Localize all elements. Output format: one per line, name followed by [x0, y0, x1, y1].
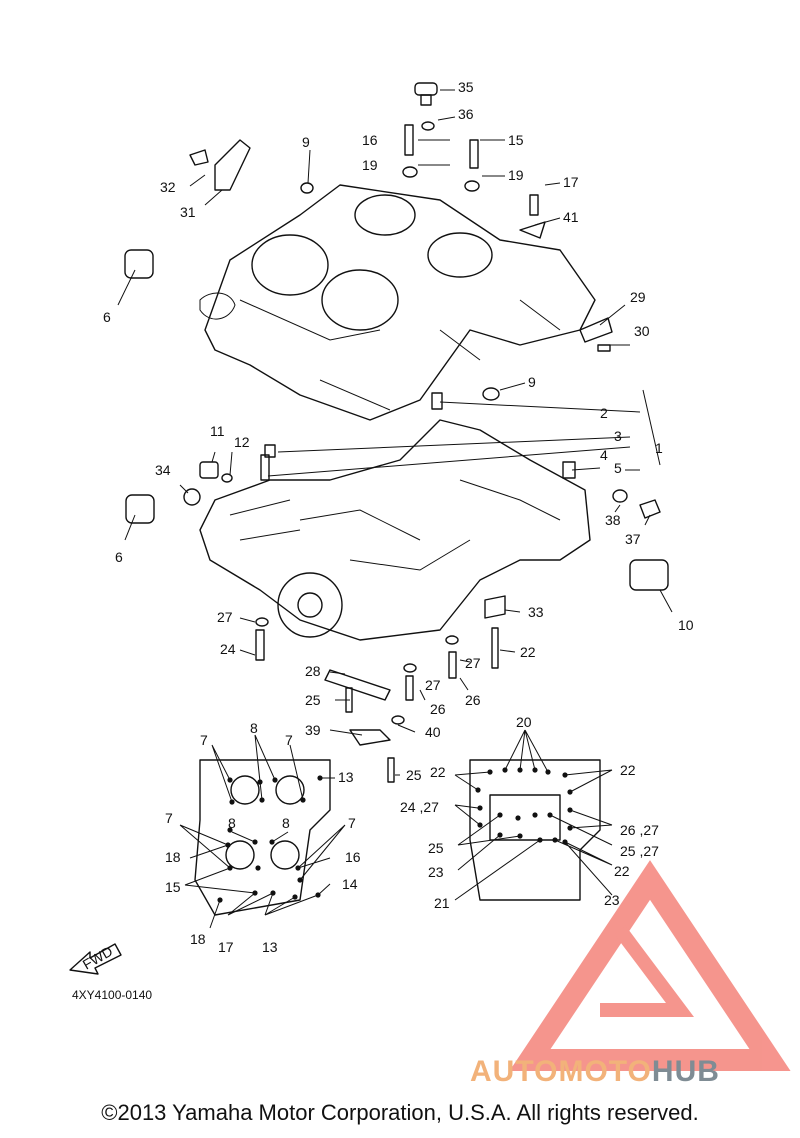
- callout: 15: [165, 879, 181, 895]
- callout: 17: [563, 174, 579, 190]
- callout: 30: [634, 323, 650, 339]
- callout: 8: [250, 720, 258, 736]
- callout: 34: [155, 462, 171, 478]
- callout: 25 ,27: [620, 843, 659, 859]
- callout: 23: [428, 864, 444, 880]
- callout: 5: [614, 460, 622, 476]
- callout: 26: [465, 692, 481, 708]
- callout: 6: [103, 309, 111, 325]
- callout: 7: [348, 815, 356, 831]
- callout: 8: [228, 815, 236, 831]
- callout: 25: [406, 767, 422, 783]
- callout: 22: [520, 644, 536, 660]
- bolt-layout-left: [194, 759, 331, 916]
- callout: 38: [605, 512, 621, 528]
- callout: 28: [305, 663, 321, 679]
- callout: 14: [342, 876, 358, 892]
- callout: 17: [218, 939, 234, 955]
- watermark-text-part1: AUTOMOTO: [470, 1055, 652, 1088]
- callout: 8: [282, 815, 290, 831]
- callout: 21: [434, 895, 450, 911]
- callout: 33: [528, 604, 544, 620]
- callout: 16: [362, 132, 378, 148]
- callout: 18: [190, 931, 206, 947]
- callout: 29: [630, 289, 646, 305]
- callout: 22: [620, 762, 636, 778]
- crankcase-exploded-diagram: FWD 35 36 16 15 9 19 19 17 41 32 31 6 29…: [69, 79, 791, 1071]
- callout: 19: [362, 157, 378, 173]
- callout: 25: [305, 692, 321, 708]
- lower-crankcase: [199, 419, 591, 641]
- callout: 9: [302, 134, 310, 150]
- watermark-text-part2: HUB: [651, 1055, 720, 1088]
- callout: 36: [458, 106, 474, 122]
- callout: 6: [115, 549, 123, 565]
- callout: 9: [528, 374, 536, 390]
- callout: 11: [210, 423, 225, 439]
- callout: 12: [234, 434, 250, 450]
- callout: 39: [305, 722, 321, 738]
- leader-lines: [117, 89, 673, 929]
- callout: 27: [425, 677, 441, 693]
- callout: 35: [458, 79, 474, 95]
- callout: 10: [678, 617, 694, 633]
- callout: 27: [217, 609, 233, 625]
- callout: 18: [165, 849, 181, 865]
- copyright-footer: ©2013 Yamaha Motor Corporation, U.S.A. A…: [101, 1100, 699, 1125]
- callout: 24: [220, 641, 236, 657]
- watermark-logo: [509, 860, 791, 1071]
- callout: 22: [614, 863, 630, 879]
- callout: 7: [200, 732, 208, 748]
- callout: 23: [604, 892, 620, 908]
- callout: 13: [338, 769, 354, 785]
- callout: 2: [600, 405, 608, 421]
- callout: 41: [563, 209, 579, 225]
- callout: 19: [508, 167, 524, 183]
- callout: 22: [430, 764, 446, 780]
- diagram-code: 4XY4100-0140: [72, 988, 153, 1002]
- callout: 4: [600, 447, 608, 463]
- callout: 15: [508, 132, 524, 148]
- callout: 20: [516, 714, 532, 730]
- callout: 26: [430, 701, 446, 717]
- small-parts: [124, 82, 669, 783]
- watermark-text: AUTOMOTOHUB: [470, 1055, 720, 1089]
- callout: 37: [625, 531, 641, 547]
- callout: 7: [165, 810, 173, 826]
- fwd-arrow-icon: [69, 943, 122, 975]
- callout: 24 ,27: [400, 799, 439, 815]
- callout: 26 ,27: [620, 822, 659, 838]
- callout: 16: [345, 849, 361, 865]
- callout: 31: [180, 204, 196, 220]
- callout: 25: [428, 840, 444, 856]
- callout: 3: [614, 428, 622, 444]
- callout: 1: [655, 440, 663, 456]
- callout: 40: [425, 724, 441, 740]
- callout: 13: [262, 939, 278, 955]
- callout: 27: [465, 655, 481, 671]
- callout: 32: [160, 179, 176, 195]
- callout-labels: 35 36 16 15 9 19 19 17 41 32 31 6 29 30 …: [103, 79, 694, 955]
- callout: 7: [285, 732, 293, 748]
